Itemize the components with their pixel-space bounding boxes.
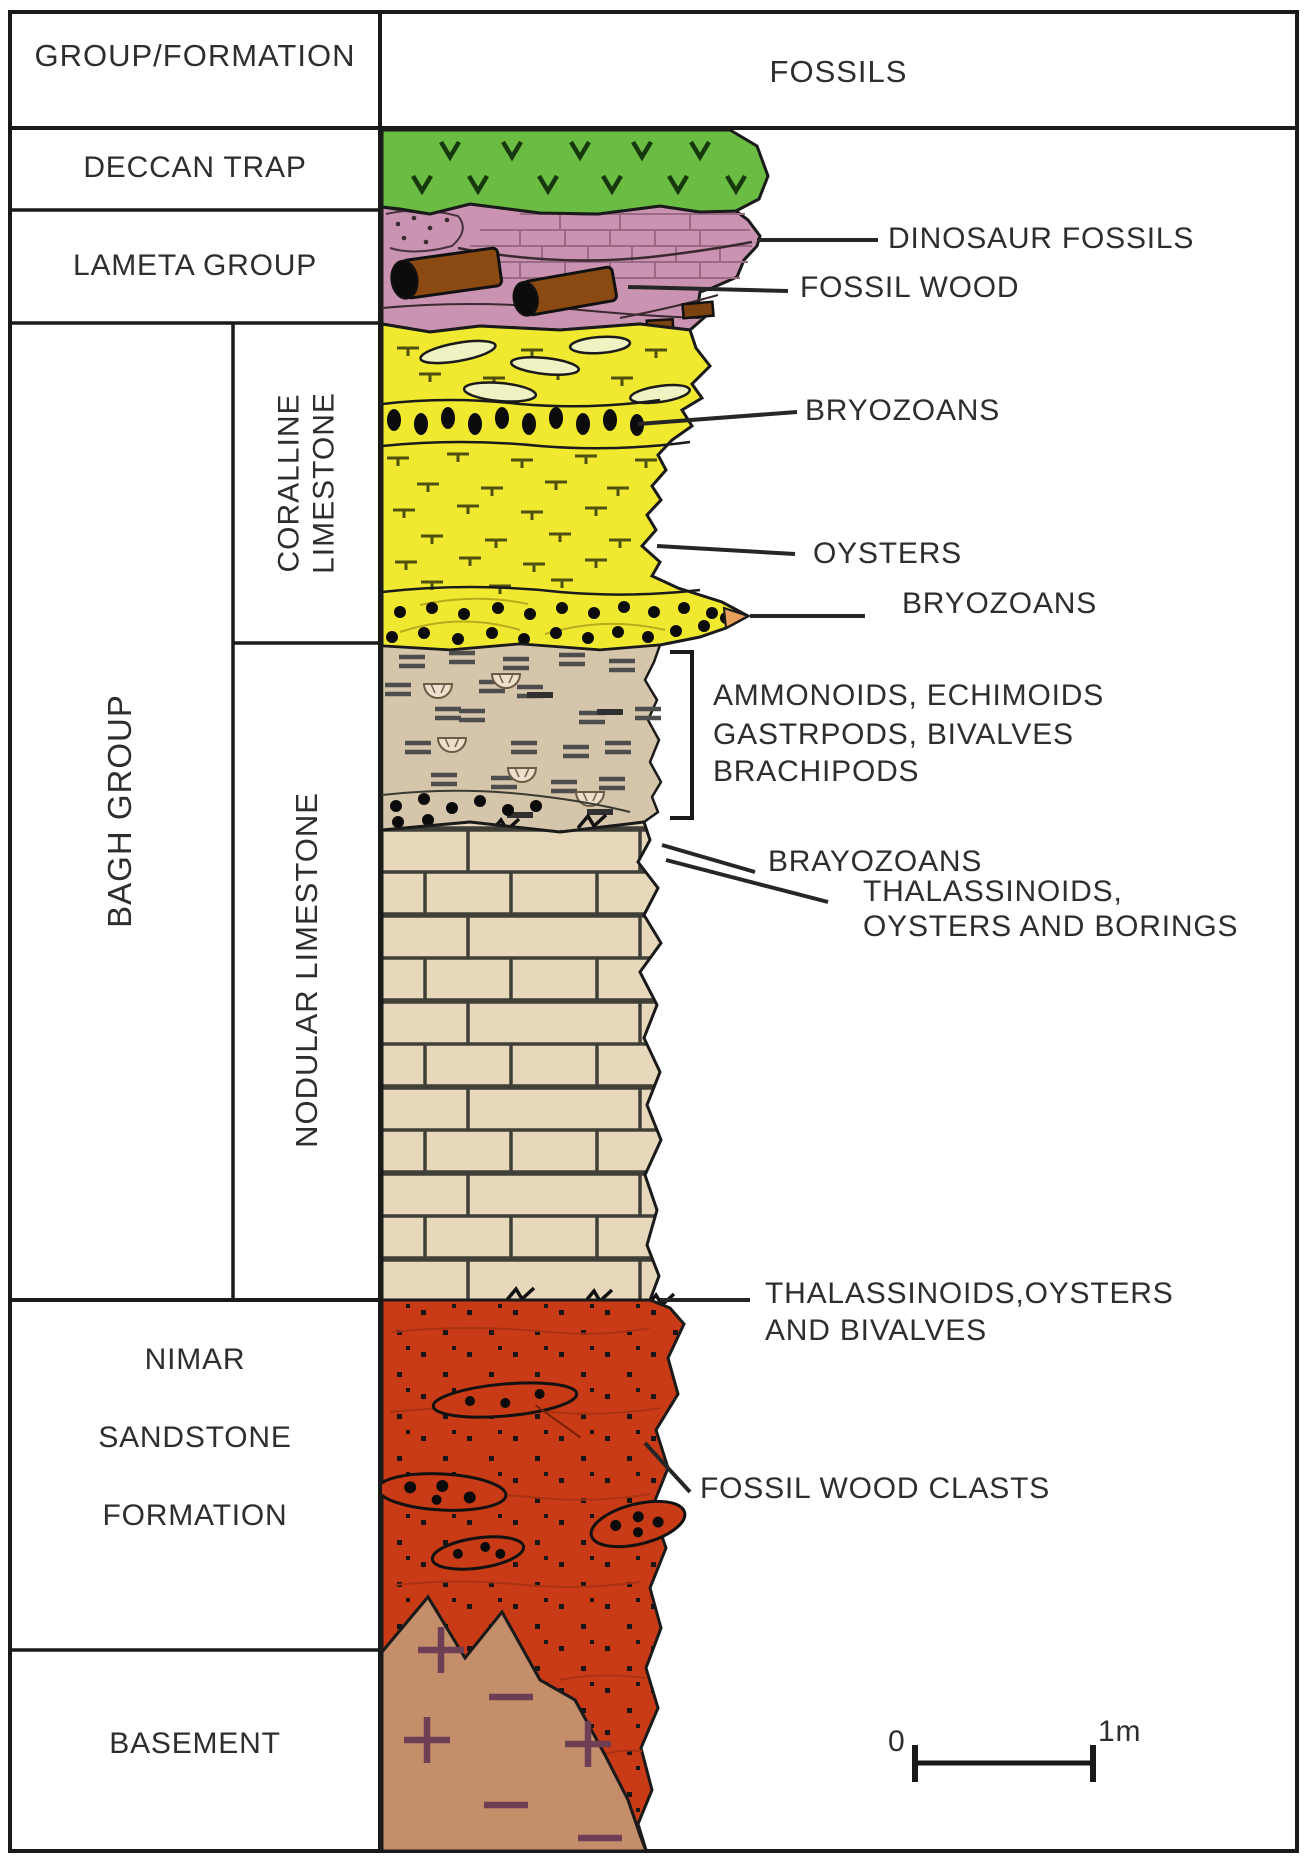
label-oysters: OYSTERS — [813, 537, 962, 570]
oyster-bed-contact — [381, 585, 701, 596]
row-nimar-line2: SANDSTONE — [98, 1421, 292, 1454]
nodular-limestone-unit — [380, 820, 676, 1319]
leader-lines — [627, 238, 878, 1494]
label-ammonoids-line2: GASTRPODS, BIVALVES — [713, 718, 1074, 751]
leader-oysters — [656, 544, 796, 556]
row-coralline-limestone: CORALLINE LIMESTONE — [273, 392, 342, 574]
wood-clast-lens-3 — [430, 1535, 526, 1571]
ammonoid-interval-bracket — [670, 650, 694, 820]
leader-fossil-wood — [627, 285, 789, 293]
row-nimar-line3: FORMATION — [102, 1499, 288, 1532]
table-grid — [8, 10, 1299, 1853]
deccan-trap-unit — [380, 128, 770, 216]
label-ammonoids-line3: BRACHIPODS — [713, 755, 920, 788]
scale-one-meter: 1m — [1098, 1715, 1142, 1748]
fossil-log-1 — [390, 246, 504, 300]
row-basement: BASEMENT — [109, 1727, 281, 1760]
coralline-line2: LIMESTONE — [307, 392, 340, 574]
dot-bed-contact — [381, 789, 631, 813]
marl-unit — [380, 642, 661, 846]
nimar-sandstone-unit — [380, 1298, 687, 1851]
leader-thalassinoids — [665, 858, 829, 904]
basement-unit — [380, 1594, 649, 1853]
leader-fossil-wood-clasts — [643, 1441, 692, 1494]
scale-zero: 0 — [888, 1725, 906, 1758]
wood-clast-lens-1 — [431, 1381, 582, 1439]
row-bagh-group: BAGH GROUP — [101, 694, 139, 928]
row-lameta-group: LAMETA GROUP — [72, 249, 318, 282]
label-thalassinoids-line1: THALASSINOIDS, — [863, 875, 1123, 908]
lameta-limestone-texture — [470, 213, 752, 279]
sandstone-streaks — [389, 1327, 661, 1756]
label-thalassinoids-line2: OYSTERS AND BORINGS — [863, 910, 1239, 943]
label-fossil-wood: FOSSIL WOOD — [800, 271, 1020, 304]
label-bryozoans-upper: BRYOZOANS — [805, 394, 1001, 427]
row-deccan-trap: DECCAN TRAP — [83, 151, 307, 184]
fossil-log-2 — [512, 265, 618, 317]
label-ammonoids-line1: AMMONOIDS, ECHIMOIDS — [713, 679, 1105, 712]
label-bryozoans-lower: BRYOZOANS — [902, 587, 1098, 620]
lameta-unit — [380, 202, 762, 334]
coralline-line1: CORALLINE — [272, 393, 306, 573]
bryozoan-band-lines — [381, 398, 691, 450]
tip-wedge — [722, 606, 751, 630]
scale-bar — [912, 1745, 1096, 1782]
label-dinosaur-fossils: DINOSAUR FOSSILS — [888, 222, 1195, 255]
wood-clast-lens-2 — [382, 1472, 508, 1512]
lameta-internal-contact — [457, 240, 753, 262]
nimar-internal — [382, 1300, 684, 1850]
label-brayozoans: BRAYOZOANS — [768, 845, 983, 878]
wood-clast-lens-4 — [589, 1499, 687, 1549]
outer-border — [8, 10, 1299, 1853]
label-thal-oyst-biv-line2: AND BIVALVES — [765, 1314, 987, 1347]
coral-lens-blobs — [419, 335, 691, 405]
label-thal-oyst-biv-line1: THALASSINOIDS,OYSTERS — [765, 1277, 1174, 1310]
leader-brayozoans — [661, 843, 756, 874]
pebble-speckles — [395, 215, 450, 245]
header-fossils: FOSSILS — [769, 54, 908, 89]
header-group-formation: GROUP/FORMATION — [34, 38, 356, 73]
row-nimar-line1: NIMAR — [144, 1343, 246, 1376]
coralline-limestone-unit — [380, 322, 752, 652]
row-nodular-limestone: NODULAR LIMESTONE — [289, 792, 325, 1148]
leader-bryozoans-upper — [637, 410, 798, 426]
label-fossil-wood-clasts: FOSSIL WOOD CLASTS — [700, 1472, 1051, 1505]
